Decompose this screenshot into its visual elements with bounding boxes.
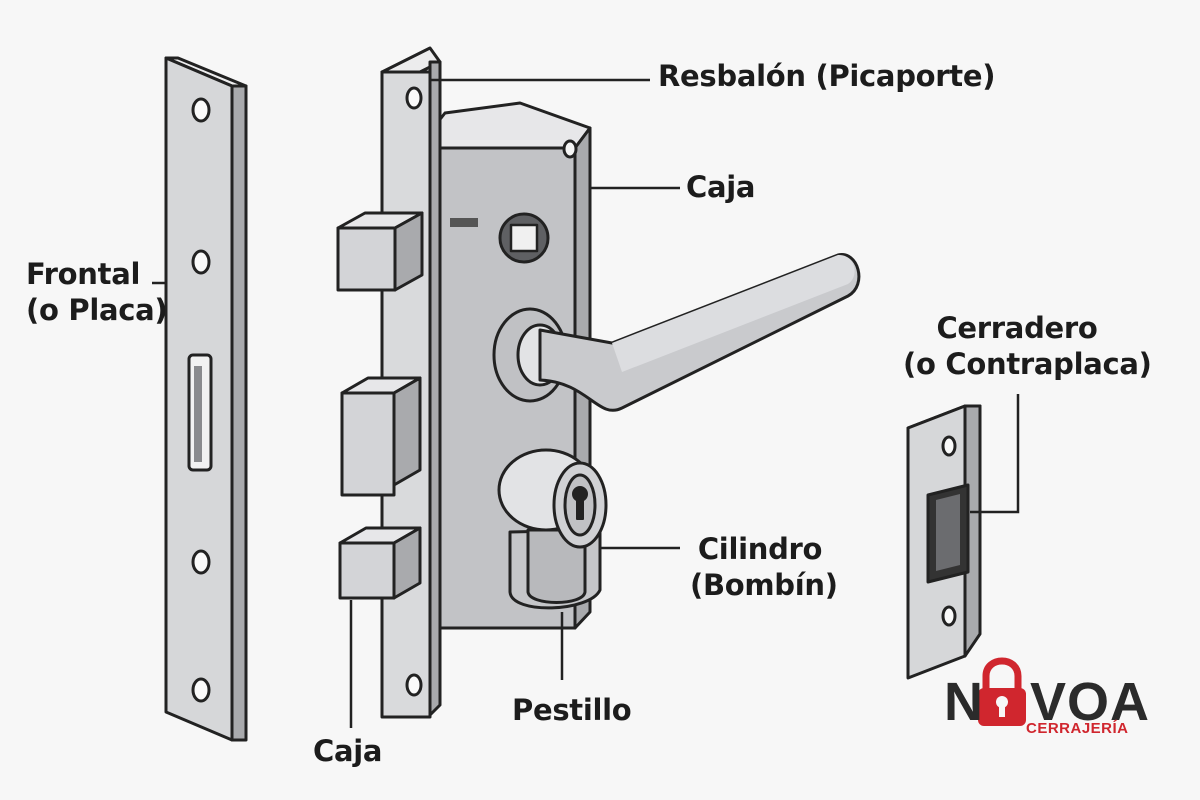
label-cilindro: Cilindro (Bombín)	[690, 531, 838, 603]
screw-hole	[941, 605, 957, 627]
label-cerradero-line2: (o Contraplaca)	[903, 347, 1152, 381]
label-cilindro-line1: Cilindro	[697, 532, 823, 566]
label-frontal: Frontal (o Placa)	[26, 256, 168, 328]
screw-hole	[405, 86, 423, 110]
lock-cylinder	[497, 448, 608, 610]
screw-hole	[562, 139, 578, 159]
brand-logo-voa: VOA	[1030, 672, 1151, 732]
leader-line-cerradero	[970, 394, 1020, 514]
leader-lines	[152, 78, 1020, 728]
frontal-plate	[164, 56, 248, 742]
label-caja-top: Caja	[686, 170, 756, 204]
brand-logo-n: N	[944, 672, 984, 732]
lower-bolt	[338, 526, 422, 600]
screw-hole	[191, 549, 211, 575]
screw-hole	[191, 249, 211, 275]
padlock-icon	[978, 657, 1026, 726]
label-cerradero: Cerradero (o Contraplaca)	[903, 310, 1152, 382]
label-resbalon: Resbalón (Picaporte)	[658, 59, 996, 93]
latch-bolt	[336, 211, 424, 292]
label-cerradero-line1: Cerradero	[936, 311, 1098, 345]
door-handle	[492, 253, 861, 412]
label-frontal-line1: Frontal	[26, 257, 141, 291]
screw-hole	[941, 435, 957, 457]
middle-bolt	[340, 376, 422, 497]
label-caja-bottom: Caja	[313, 734, 383, 768]
label-cilindro-line2: (Bombín)	[690, 568, 838, 602]
screw-hole	[191, 97, 211, 123]
label-frontal-line2: (o Placa)	[26, 293, 168, 327]
screw-hole	[405, 673, 423, 697]
brand-tagline: CERRAJERÍA	[1026, 720, 1129, 737]
screw-hole	[191, 677, 211, 703]
label-pestillo: Pestillo	[512, 693, 632, 727]
strike-plate	[906, 404, 982, 680]
